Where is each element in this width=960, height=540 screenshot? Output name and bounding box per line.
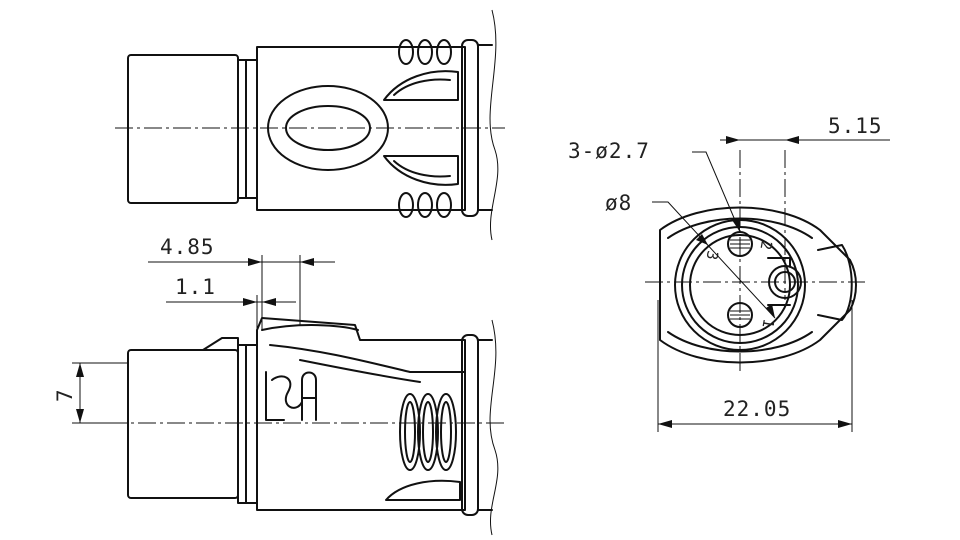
top-view <box>115 9 505 241</box>
top-ribs <box>398 39 452 218</box>
dim-5-15: 5.15 <box>720 114 890 144</box>
dim-5-15-label: 5.15 <box>828 114 883 138</box>
bottom-ribs <box>399 393 457 471</box>
dim-1-1-label: 1.1 <box>175 275 216 299</box>
dim-1-1: 1.1 <box>166 275 296 345</box>
dim-4-85: 4.85 <box>148 235 335 330</box>
side-view: 4.85 1.1 7 <box>53 235 505 536</box>
dim-22-05: 22.05 <box>657 300 853 432</box>
pin-label-1: 1 <box>758 317 777 329</box>
dim-7-label: 7 <box>53 388 77 402</box>
pin-label-3: 3 <box>702 249 721 261</box>
dim-pin-diameter: 3-ø2.7 <box>568 139 741 233</box>
dim-pin-circle-label: ø8 <box>605 191 632 215</box>
front-view: 2 3 1 3-ø2.7 ø8 5.15 <box>568 114 890 432</box>
dim-4-85-label: 4.85 <box>160 235 215 259</box>
dim-pin-circle: ø8 <box>605 191 776 319</box>
dim-22-05-label: 22.05 <box>723 397 791 421</box>
dim-pin-diameter-label: 3-ø2.7 <box>568 139 650 163</box>
lsa-logo <box>265 371 317 421</box>
pin-label-2: 2 <box>756 239 775 251</box>
dim-7: 7 <box>53 362 128 424</box>
